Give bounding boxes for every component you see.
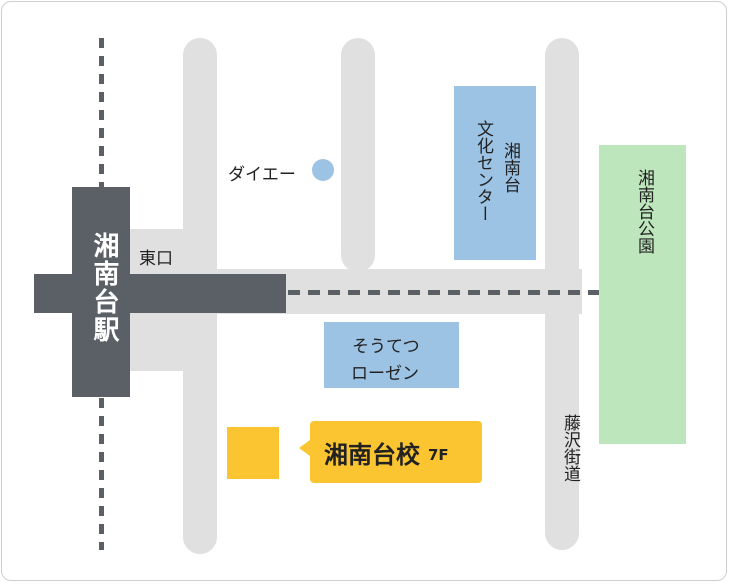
railway-east	[288, 290, 680, 295]
station-exit-label: 東口	[139, 249, 173, 269]
railway-south	[99, 398, 104, 550]
school-name: 湘南台校	[324, 440, 420, 469]
bunka-center-building: 湘南台 文化センター	[454, 86, 536, 260]
sotetsu-rosen-label-line1: そうてつ	[352, 337, 420, 357]
daiei-marker-icon	[312, 159, 334, 181]
park-area: 湘南台公園	[599, 145, 686, 444]
sotetsu-rosen-building: そうてつ ローゼン	[324, 322, 459, 388]
station-building	[72, 187, 130, 397]
station-label: 湘南台駅	[89, 232, 119, 344]
road-vertical-2	[341, 38, 375, 272]
bunka-center-label-line1: 湘南台	[500, 142, 520, 193]
bunka-center-label-line2: 文化センター	[473, 120, 493, 222]
street-label: 藤沢街道	[560, 414, 580, 482]
school-marker	[227, 427, 279, 479]
school-floor: 7F	[428, 445, 449, 464]
park-label: 湘南台公園	[634, 169, 654, 254]
sotetsu-rosen-label-line2: ローゼン	[351, 364, 419, 384]
daiei-label: ダイエー	[228, 165, 296, 185]
school-callout: 湘南台校 7F	[299, 421, 482, 483]
railway-north	[99, 38, 104, 188]
